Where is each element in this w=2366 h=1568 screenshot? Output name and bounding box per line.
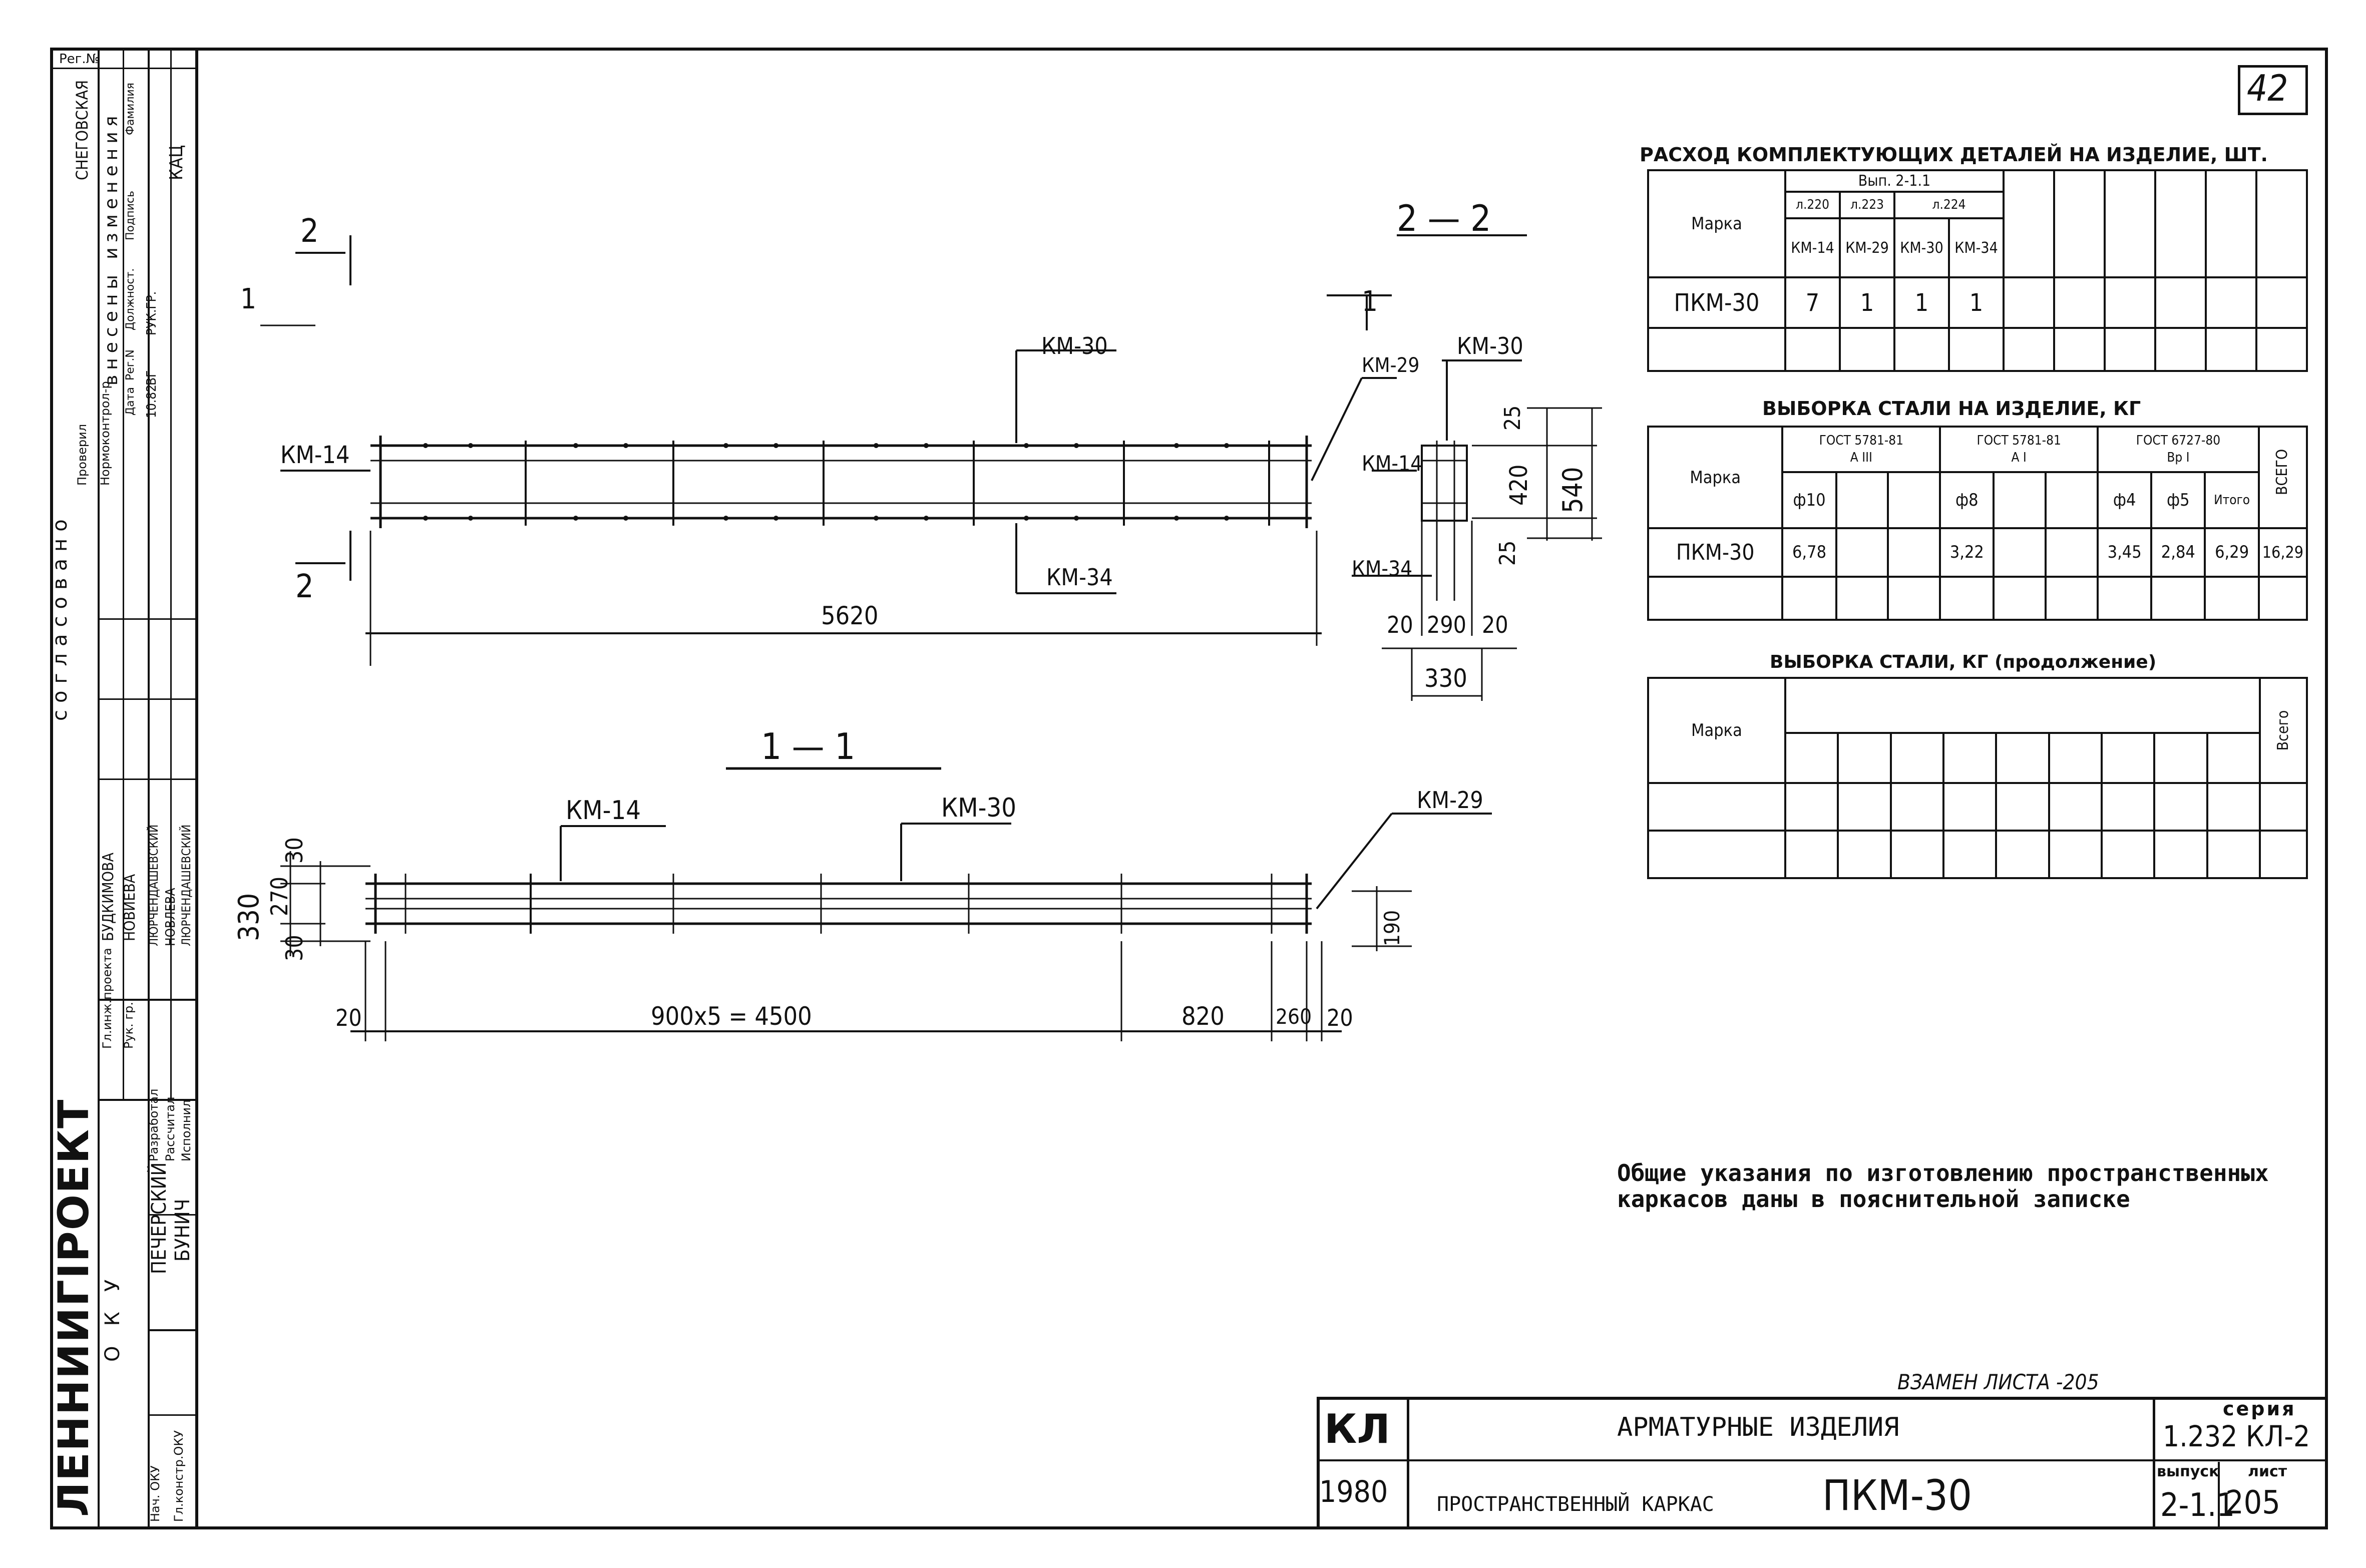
title-block: [1317, 1397, 2328, 1529]
dim-30-bottom-plan: 30: [281, 935, 308, 961]
general-note-line1: Общие указания по изготовлению пространс…: [1617, 1159, 2269, 1187]
cut-mark-1-b: 1: [1362, 285, 1378, 318]
list-label: лист: [2248, 1463, 2287, 1480]
table1-val-1: 7: [1784, 276, 1841, 329]
title-mark: ПКМ-30: [1822, 1471, 1973, 1520]
table3-marka-header: Марка: [1647, 677, 1786, 784]
title-line1: АРМАТУРНЫЕ ИЗДЕЛИЯ: [1617, 1412, 1899, 1442]
cut-mark-1-a: 1: [240, 283, 257, 315]
seria-value: 1.232 КЛ-2: [2163, 1419, 2310, 1453]
dim-260: 260: [1276, 1004, 1312, 1029]
table1-val-3: 1: [1893, 276, 1950, 329]
list-value: 205: [2225, 1484, 2280, 1521]
table1-sheet-223: л.223: [1839, 190, 1895, 220]
table2-diam-8: ф8: [1939, 471, 1995, 530]
table1-parts: Марка Вып. 2-1.1 л.220 л.223 л.224 КМ-14…: [1647, 169, 2308, 372]
table1-vyp-header: Вып. 2-1.1: [1784, 169, 2005, 193]
dim-290: 290: [1427, 611, 1466, 638]
vypusk-label: выпуск: [2157, 1463, 2219, 1480]
table2-diam-10: ф10: [1781, 471, 1837, 530]
table2-val-f10: 6,78: [1781, 527, 1837, 578]
reg-no-label: Рег.№: [59, 52, 100, 67]
table1-item-km29: КМ-29: [1839, 217, 1895, 278]
dim-4500: 900x5 = 4500: [651, 1002, 812, 1031]
table2-diam-5: ф5: [2150, 471, 2206, 530]
dim-25-bottom: 25: [1495, 540, 1520, 566]
left-stamp: [50, 48, 198, 1529]
label-km14-sect: КМ-14: [1362, 451, 1423, 476]
table2-val-subtotal: 6,29: [2204, 527, 2260, 578]
dim-25-top: 25: [1500, 405, 1525, 431]
seria-label: серия: [2223, 1398, 2296, 1420]
sheet-number: 42: [2247, 67, 2288, 109]
table2-gost3: ГОСТ 6727-80: [2136, 433, 2221, 448]
table1-item-km30: КМ-30: [1893, 217, 1950, 278]
section-2-2-title: 2 — 2: [1397, 197, 1491, 239]
vypusk-value: 2-1.1: [2160, 1487, 2235, 1524]
table2-gost2-class: А I: [2011, 450, 2027, 465]
dim-20-left-plan: 20: [335, 1004, 362, 1031]
table2-gost3-class: Вр I: [2167, 450, 2190, 465]
table1-sheet-224: л.224: [1893, 190, 2005, 220]
table1-val-2: 1: [1839, 276, 1895, 329]
table3-title: ВЫБОРКА СТАЛИ, КГ (продолжение): [1770, 652, 2157, 672]
table2-val-f4: 3,45: [2097, 527, 2153, 578]
sheet-number-box: [2238, 65, 2308, 115]
label-km14-plan: КМ-14: [566, 796, 641, 826]
label-km34-sect: КМ-34: [1352, 556, 1413, 581]
dim-540: 540: [1557, 467, 1589, 513]
label-km30-elev: КМ-30: [1041, 332, 1108, 359]
table2-row-mark: ПКМ-30: [1647, 527, 1784, 578]
title-line2: ПРОСТРАНСТВЕННЫЙ КАРКАС: [1437, 1493, 1714, 1516]
table2-marka-header: Марка: [1647, 425, 1784, 530]
table2-total-header: ВСЕГО: [2273, 449, 2291, 495]
dim-20-right-sect: 20: [1482, 611, 1508, 638]
table2-gost1: ГОСТ 5781-81: [1819, 433, 1904, 448]
dim-820: 820: [1181, 1002, 1225, 1031]
table2-gost2: ГОСТ 5781-81: [1977, 433, 2061, 448]
table1-sheet-220: л.220: [1784, 190, 1841, 220]
label-km34-elev: КМ-34: [1046, 564, 1113, 591]
dim-20-left-sect: 20: [1387, 611, 1413, 638]
replaces-note: ВЗАМЕН ЛИСТА -205: [1897, 1370, 2099, 1394]
table1-title: РАСХОД КОМПЛЕКТУЮЩИХ ДЕТАЛЕЙ НА ИЗДЕЛИЕ,…: [1640, 144, 2268, 166]
dim-190-plan: 190: [1380, 910, 1404, 946]
cut-mark-2-top: 2: [300, 213, 319, 250]
table2-subtotal-header: Итого: [2204, 471, 2260, 530]
table1-val-4: 1: [1948, 276, 2005, 329]
section-1-1-title: 1 — 1: [761, 725, 856, 767]
dim-330-sect: 330: [1424, 664, 1467, 693]
dim-270-plan: 270: [266, 877, 293, 916]
table2-val-f8: 3,22: [1939, 527, 1995, 578]
label-km30-plan: КМ-30: [941, 793, 1016, 823]
dim-330-plan: 330: [233, 893, 265, 941]
table1-marka-header: Марка: [1647, 169, 1786, 278]
table1-row-mark: ПКМ-30: [1647, 276, 1786, 329]
label-km14-elev: КМ-14: [280, 441, 350, 469]
drawing-frame: [50, 48, 2328, 1529]
label-km29-plan: КМ-29: [1417, 787, 1483, 814]
general-note-line2: каркасов даны в пояснительной записке: [1617, 1186, 2130, 1213]
title-year: 1980: [1319, 1474, 1388, 1509]
table2-gost1-class: А III: [1850, 450, 1872, 465]
table3-total-header: Всего: [2274, 710, 2292, 751]
label-km30-sect: КМ-30: [1457, 332, 1523, 359]
dim-420: 420: [1505, 464, 1533, 506]
title-code: КЛ: [1324, 1406, 1390, 1452]
cut-mark-2-bottom: 2: [295, 568, 314, 605]
table2-diam-4: ф4: [2097, 471, 2153, 530]
table2-title: ВЫБОРКА СТАЛИ НА ИЗДЕЛИЕ, КГ: [1762, 398, 2141, 420]
dim-20-right-plan: 20: [1327, 1004, 1353, 1031]
table2-steel: Марка ГОСТ 5781-81 А III ГОСТ 5781-81 А …: [1647, 425, 2308, 621]
table2-val-total: 16,29: [2257, 527, 2308, 578]
table1-item-km34: КМ-34: [1948, 217, 2005, 278]
dim-5620: 5620: [821, 601, 879, 630]
table2-val-f5: 2,84: [2150, 527, 2206, 578]
table1-item-km14: КМ-14: [1784, 217, 1841, 278]
table3-steel-cont: Марка Всего: [1647, 677, 2308, 879]
label-km29-elev: КМ-29: [1362, 354, 1420, 377]
dim-30-top-plan: 30: [281, 837, 308, 864]
